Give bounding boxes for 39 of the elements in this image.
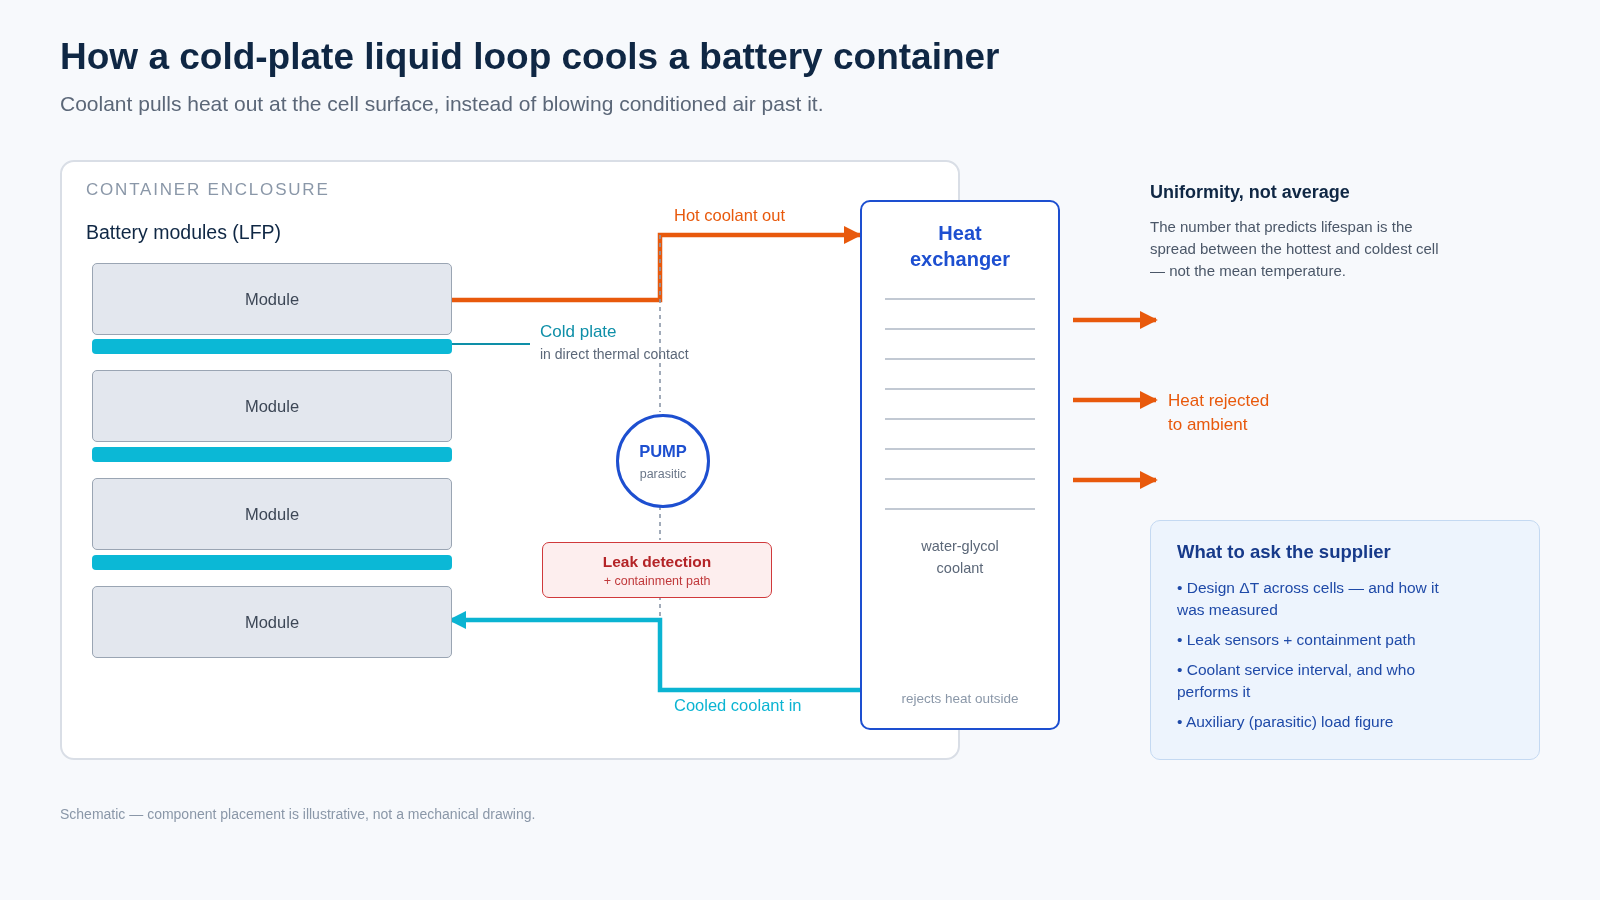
cold-plate-bar: [92, 447, 452, 462]
module-box: Module: [92, 478, 452, 550]
card-heading: What to ask the supplier: [1177, 541, 1392, 563]
question-item: • Coolant service interval, and who performs it: [1177, 660, 1417, 702]
leak-title: Leak detection: [602, 552, 712, 571]
arrow: [450, 226, 862, 303]
pump-title: PUMP: [639, 441, 687, 461]
heat-rejected-label: Heat rejected to ambient: [1168, 389, 1286, 437]
supplier-questions-card: [1150, 520, 1540, 760]
subtitle: Coolant pulls heat out at the cell surface, instead of blowing conditioned air past it.: [60, 92, 825, 116]
note-text: The number that predicts lifespan is the spread between the hottest and coldest cell — not the mean temperature.: [1150, 217, 1440, 281]
cold-plate-label: Cold plate: [540, 322, 617, 342]
footnote: Schematic — component placement is illustrative, not a mechanical drawing.: [60, 806, 536, 822]
cold-plate-bar: [92, 339, 452, 354]
question-item: • Leak sensors + containment path: [1177, 630, 1417, 650]
module-box: Module: [92, 370, 452, 442]
arrow: [1073, 311, 1158, 329]
leak-detection-box: [542, 542, 772, 598]
enclosure-title: CONTAINER ENCLOSURE: [86, 180, 330, 200]
heat-exchanger-title: Heat exchanger: [908, 221, 1012, 272]
dashed-connector: [659, 234, 661, 413]
question-item: • Design ΔT across cells — and how it was measured: [1177, 578, 1440, 620]
cold-plate-note: in direct thermal contact: [540, 346, 689, 362]
cold-plate-bar: [92, 555, 452, 570]
heading: Battery modules (LFP): [86, 221, 283, 244]
module-box: Module: [92, 263, 452, 335]
module-box: Module: [92, 586, 452, 658]
leader-line: [449, 343, 531, 345]
arrow: [1073, 471, 1158, 489]
dashed-connector: [659, 505, 661, 541]
pump-note: parasitic: [639, 466, 687, 481]
heat-exchanger-note: rejects heat outside: [900, 691, 1020, 706]
leak-note: + containment path: [603, 573, 711, 588]
heading: Uniformity, not average: [1150, 182, 1351, 203]
arrow: [1073, 391, 1158, 409]
coolant-note: water-glycol coolant: [920, 537, 1000, 578]
question-item: • Auxiliary (parasitic) load figure: [1177, 712, 1395, 732]
heat-exchanger-box: [860, 200, 1060, 730]
diagram-title: How a cold-plate liquid loop cools a battery container: [60, 36, 1000, 78]
